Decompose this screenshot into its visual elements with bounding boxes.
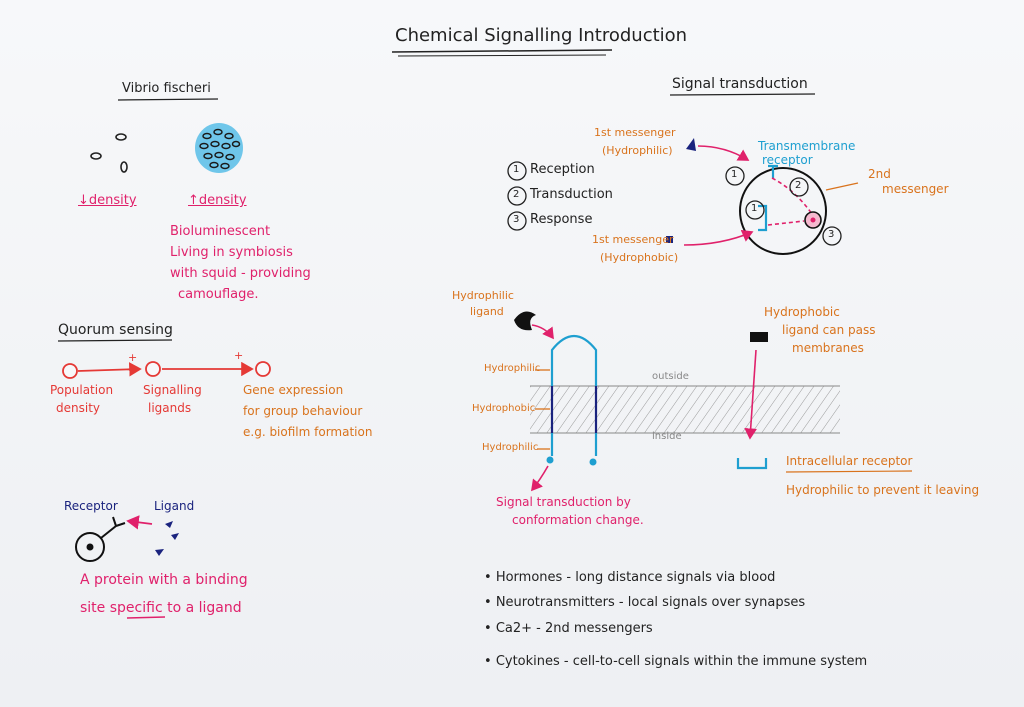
quorum-node-1-line-2: density bbox=[56, 401, 100, 415]
ligand-path-arrow bbox=[744, 349, 758, 440]
vibrio-note-3: with squid - providing bbox=[170, 266, 311, 281]
first-messenger-hydrophobic: 1st messenger bbox=[592, 233, 674, 246]
ligand-binding-arrow bbox=[531, 324, 554, 340]
step-response: Response bbox=[530, 212, 593, 227]
transduction-cell bbox=[725, 164, 842, 255]
quorum-chain bbox=[62, 361, 271, 379]
hydrophilic-messenger-icon bbox=[686, 138, 696, 151]
receptor-definition-line-1: A protein with a binding bbox=[80, 572, 248, 588]
transduction-heading: Signal transduction bbox=[672, 76, 808, 92]
quorum-node-2-line-2: ligands bbox=[148, 401, 192, 415]
bullet-cytokines-text: Cytokines - cell-to-cell signals within … bbox=[495, 654, 868, 669]
bullet-neurotransmitters-text: Neurotransmitters - local signals over s… bbox=[495, 595, 806, 610]
quorum-heading: Quorum sensing bbox=[58, 322, 173, 338]
transmembrane-label: Transmembrane bbox=[758, 139, 856, 153]
high-density-label: ↑density bbox=[188, 193, 247, 208]
step-num-1: 1 bbox=[513, 164, 520, 175]
transmembrane-protein bbox=[546, 334, 598, 466]
quorum-underline bbox=[57, 339, 173, 342]
ligand-triangles bbox=[155, 521, 179, 556]
transmembrane-label-2: receptor bbox=[762, 153, 813, 167]
layer-hydrophilic-bottom: Hydrophilic bbox=[482, 442, 539, 453]
membrane bbox=[530, 385, 840, 434]
step-reception: Reception bbox=[530, 162, 595, 177]
cell-step-1a: 1 bbox=[731, 169, 738, 180]
vibrio-heading: Vibrio fischeri bbox=[122, 81, 211, 96]
conformation-label: Signal transduction by bbox=[496, 495, 631, 509]
vibrio-underline bbox=[117, 98, 219, 101]
cell-step-2: 2 bbox=[795, 180, 802, 191]
first-messenger-hydrophilic-type: (Hydrophilic) bbox=[602, 144, 673, 157]
hydrophobic-ligand-icon bbox=[750, 332, 768, 342]
vibrio-note-1: Bioluminescent bbox=[170, 224, 271, 239]
definition-site-text: site bbox=[80, 600, 110, 616]
title-underline bbox=[391, 49, 613, 53]
quorum-plus-2: + bbox=[234, 349, 244, 362]
step-circles bbox=[507, 161, 527, 231]
layer-ticks bbox=[535, 369, 550, 450]
layer-hydrophobic: Hydrophobic bbox=[472, 403, 536, 414]
intracellular-receptor-note: Hydrophilic to prevent it leaving bbox=[786, 483, 980, 497]
bullet-calcium: • Ca2+ - 2nd messengers bbox=[484, 621, 653, 636]
specific-underline bbox=[126, 616, 166, 619]
second-messenger-pointer bbox=[825, 182, 859, 191]
hydrophilic-ligand-icon bbox=[514, 311, 536, 331]
bullet-calcium-text: Ca2+ - 2nd messengers bbox=[495, 621, 653, 636]
arrow-to-receptor bbox=[697, 145, 750, 161]
cell-step-3: 3 bbox=[828, 229, 835, 240]
second-messenger-label-2: messenger bbox=[882, 182, 949, 196]
conformation-label-2: conformation change. bbox=[512, 513, 644, 527]
receptor-label: Receptor bbox=[64, 499, 118, 513]
definition-specific-text: specific bbox=[109, 600, 163, 616]
quorum-plus-1: + bbox=[128, 351, 138, 364]
second-messenger-label: 2nd bbox=[868, 167, 891, 181]
quorum-node-3-line-2: for group behaviour bbox=[243, 404, 363, 418]
inside-label: inside bbox=[652, 431, 682, 442]
first-messenger-hydrophilic: 1st messenger bbox=[594, 126, 676, 139]
title-underline-2 bbox=[397, 54, 607, 57]
conformation-arrow bbox=[531, 465, 549, 492]
transduction-underline bbox=[669, 93, 816, 96]
outside-label: outside bbox=[652, 371, 689, 382]
receptor-cell bbox=[75, 516, 126, 562]
quorum-node-2-line-1: Signalling bbox=[143, 383, 202, 397]
receptor-definition-line-2: site specific to a ligand bbox=[80, 600, 242, 616]
vibrio-note-4: camouflage. bbox=[178, 287, 259, 302]
layer-hydrophilic-top: Hydrophilic bbox=[484, 363, 541, 374]
intracellular-underline bbox=[785, 470, 913, 473]
quorum-node-3-line-1: Gene expression bbox=[243, 383, 344, 397]
bullet-cytokines: • Cytokines - cell-to-cell signals withi… bbox=[484, 654, 868, 669]
step-transduction: Transduction bbox=[530, 187, 613, 202]
step-num-3: 3 bbox=[513, 214, 520, 225]
ligand-arrow bbox=[126, 515, 153, 530]
cell-step-1b: 1 bbox=[751, 203, 758, 214]
intracellular-receptor-label: Intracellular receptor bbox=[786, 454, 913, 468]
low-density-label: ↓density bbox=[78, 193, 137, 208]
step-num-2: 2 bbox=[513, 189, 520, 200]
arrow-to-inner-receptor bbox=[683, 229, 754, 246]
hydrophobic-ligand-label-2: ligand can pass bbox=[782, 323, 876, 337]
hydrophilic-ligand-label: Hydrophilic bbox=[452, 289, 514, 302]
definition-end-text: to a ligand bbox=[162, 600, 242, 616]
hydrophobic-ligand-label: Hydrophobic bbox=[764, 305, 840, 319]
bullet-hormones: • Hormones - long distance signals via b… bbox=[484, 570, 776, 585]
hydrophobic-ligand-label-3: membranes bbox=[792, 341, 864, 355]
vibrio-note-2: Living in symbiosis bbox=[170, 245, 293, 260]
bullet-hormones-text: Hormones - long distance signals via blo… bbox=[495, 570, 776, 585]
ligand-label: Ligand bbox=[154, 499, 195, 513]
hydrophilic-ligand-label-2: ligand bbox=[470, 305, 504, 318]
low-density-cells bbox=[90, 133, 128, 173]
quorum-node-1-line-1: Population bbox=[50, 383, 114, 397]
first-messenger-hydrophobic-type: (Hydrophobic) bbox=[600, 251, 679, 264]
high-density-cluster bbox=[195, 123, 243, 173]
intracellular-receptor-icon bbox=[736, 458, 768, 470]
page-title: Chemical Signalling Introduction bbox=[395, 25, 688, 46]
hydrophobic-messenger-icon bbox=[666, 236, 673, 243]
bullet-neurotransmitters: • Neurotransmitters - local signals over… bbox=[484, 595, 806, 610]
quorum-node-3-line-3: e.g. biofilm formation bbox=[243, 425, 373, 439]
